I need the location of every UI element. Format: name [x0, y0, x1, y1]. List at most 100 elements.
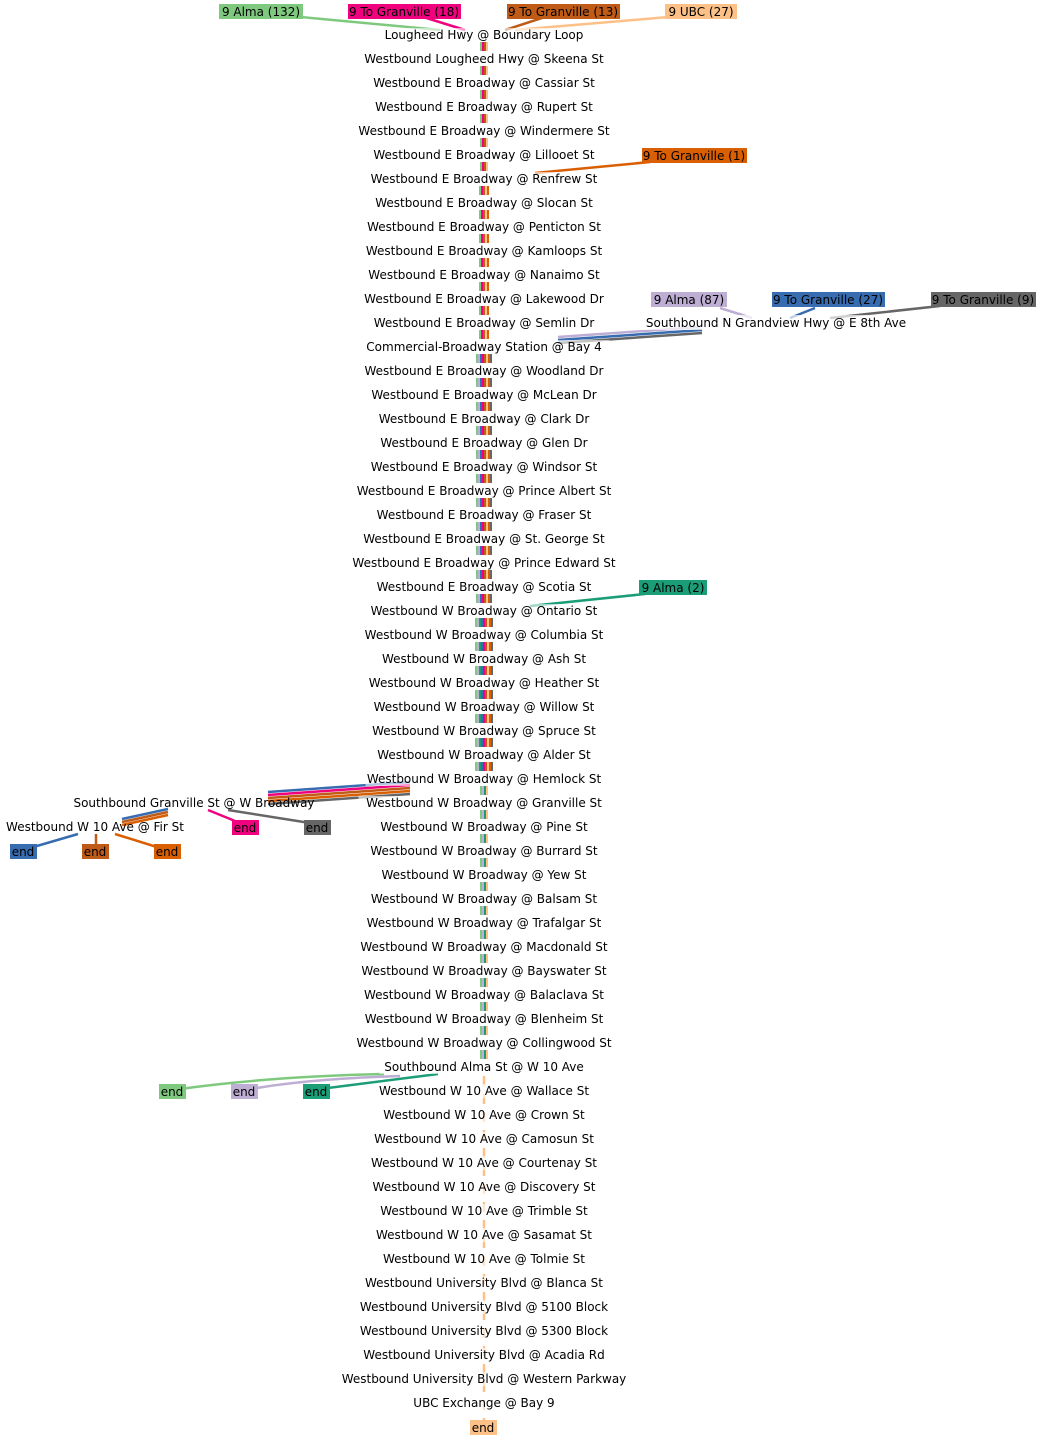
trunk-stripe [486, 858, 488, 867]
trunk-stripe [480, 138, 482, 147]
trunk-stripe [482, 978, 484, 987]
stop-label: Westbound W Broadway @ Yew St [382, 868, 587, 882]
trunk-stripe [480, 594, 482, 603]
trunk-stripe [485, 666, 487, 675]
stop-label: Westbound E Broadway @ Clark Dr [379, 412, 590, 426]
trunk-stripe [486, 450, 488, 459]
stop-label-bg [358, 940, 610, 954]
trunk-stripe [480, 42, 482, 51]
trunk-stripe [490, 354, 492, 363]
trunk-stripe [489, 690, 491, 699]
stop-label: Westbound W Broadway @ Burrard St [370, 844, 598, 858]
trunk-stripe [487, 762, 489, 771]
route-line-alma-132-start [289, 14, 441, 32]
trunk-stripe [482, 570, 484, 579]
route-line-granville-1-start [534, 160, 651, 175]
trunk-stripe [484, 498, 486, 507]
trunk-stripe [489, 762, 491, 771]
trunk-stripe [487, 714, 489, 723]
trunk-stripe [486, 906, 488, 915]
trunk-stripe [490, 570, 492, 579]
trunk-stripe [491, 618, 493, 627]
trunk-stripe [482, 594, 484, 603]
stop-label-bg [351, 1036, 617, 1050]
end-label-alma-87: end [233, 1085, 256, 1099]
trunk-stripe [488, 546, 490, 555]
end-label-ubc-27: end [472, 1421, 495, 1435]
stop-label: Westbound E Broadway @ Renfrew St [371, 172, 598, 186]
trunk-stripe [488, 474, 490, 483]
stop-label-bg [358, 796, 610, 810]
trunk-stripe [482, 930, 484, 939]
trunk-stripe [480, 522, 482, 531]
trunk-stripe [479, 762, 481, 771]
stop-label: Westbound W Broadway @ Hemlock St [367, 772, 602, 786]
stop-label-bg [372, 748, 596, 762]
trunk-stripe [480, 426, 482, 435]
stop-label: Westbound E Broadway @ Semlin Dr [374, 316, 595, 330]
stop-label-bg [365, 268, 603, 282]
trunk-stripe [478, 378, 480, 387]
trunk-stripe [477, 738, 479, 747]
trunk-stripe [490, 522, 492, 531]
trunk-stripe [480, 162, 482, 171]
trunk-stripe [482, 42, 484, 51]
trunk-stripe [476, 450, 478, 459]
stop-label: Westbound E Broadway @ Windermere St [358, 124, 609, 138]
trunk-stripe [490, 402, 492, 411]
trunk-stripe [485, 258, 487, 267]
stop-label: Westbound W Broadway @ Granville St [366, 796, 602, 810]
stop-label: Westbound W Broadway @ Willow St [374, 700, 595, 714]
trunk-stripe [486, 498, 488, 507]
stop-label-bg [376, 1252, 592, 1266]
trunk-stripe [483, 738, 485, 747]
trunk-stripe [483, 762, 485, 771]
stop-label: Westbound E Broadway @ Kamloops St [366, 244, 603, 258]
trunk-stripe [475, 738, 477, 747]
stop-label-bg [369, 508, 599, 522]
stop-label: Westbound E Broadway @ Scotia St [377, 580, 592, 594]
trunk-stripe [490, 546, 492, 555]
trunk-stripe [486, 474, 488, 483]
stop-label: Westbound W 10 Ave @ Trimble St [380, 1204, 588, 1218]
trunk-stripe [475, 762, 477, 771]
trunk-stripe [482, 402, 484, 411]
trunk-stripe [484, 522, 486, 531]
stop-label-bg [358, 916, 610, 930]
trunk-stripe [480, 402, 482, 411]
end-label-alma-2: end [305, 1085, 328, 1099]
trunk-stripe [484, 402, 486, 411]
stop-label: Westbound E Broadway @ Lillooet St [373, 148, 595, 162]
stop-label: Westbound University Blvd @ Blanca St [365, 1276, 603, 1290]
granville-bundle-granville-9 [267, 792, 411, 806]
stop-label-bg [369, 100, 599, 114]
trunk-stripe [488, 450, 490, 459]
stop-label-bg [351, 1276, 617, 1290]
trunk-stripe [490, 498, 492, 507]
trunk-stripe [487, 618, 489, 627]
route-label-bg-ubc-27 [665, 4, 737, 19]
trunk-stripe [480, 1050, 482, 1059]
trunk-stripe [480, 834, 482, 843]
trunk-stripe [489, 618, 491, 627]
trunk-stripe [484, 162, 486, 171]
route-label-alma-132: 9 Alma (132) [222, 5, 300, 19]
stop-label-bg [362, 1012, 606, 1026]
stop-label-bg [362, 148, 606, 162]
trunk-stripe [484, 978, 486, 987]
trunk-stripe [476, 522, 478, 531]
trunk-stripe [487, 738, 489, 747]
trunk-stripe [490, 426, 492, 435]
stop-label-bg [372, 1228, 596, 1242]
trunk-stripe [476, 594, 478, 603]
stop-label: Westbound University Blvd @ 5300 Block [360, 1324, 608, 1338]
trunk-stripe [484, 1002, 486, 1011]
stop-label: UBC Exchange @ Bay 9 [413, 1396, 554, 1410]
stop-label-bg [362, 364, 606, 378]
trunk-stripe [478, 546, 480, 555]
trunk-stripe [478, 522, 480, 531]
trunk-stripe [483, 234, 485, 243]
route-line-ubc-27-start [514, 14, 681, 32]
trunk-stripe [484, 810, 486, 819]
trunk-stripe [481, 762, 483, 771]
